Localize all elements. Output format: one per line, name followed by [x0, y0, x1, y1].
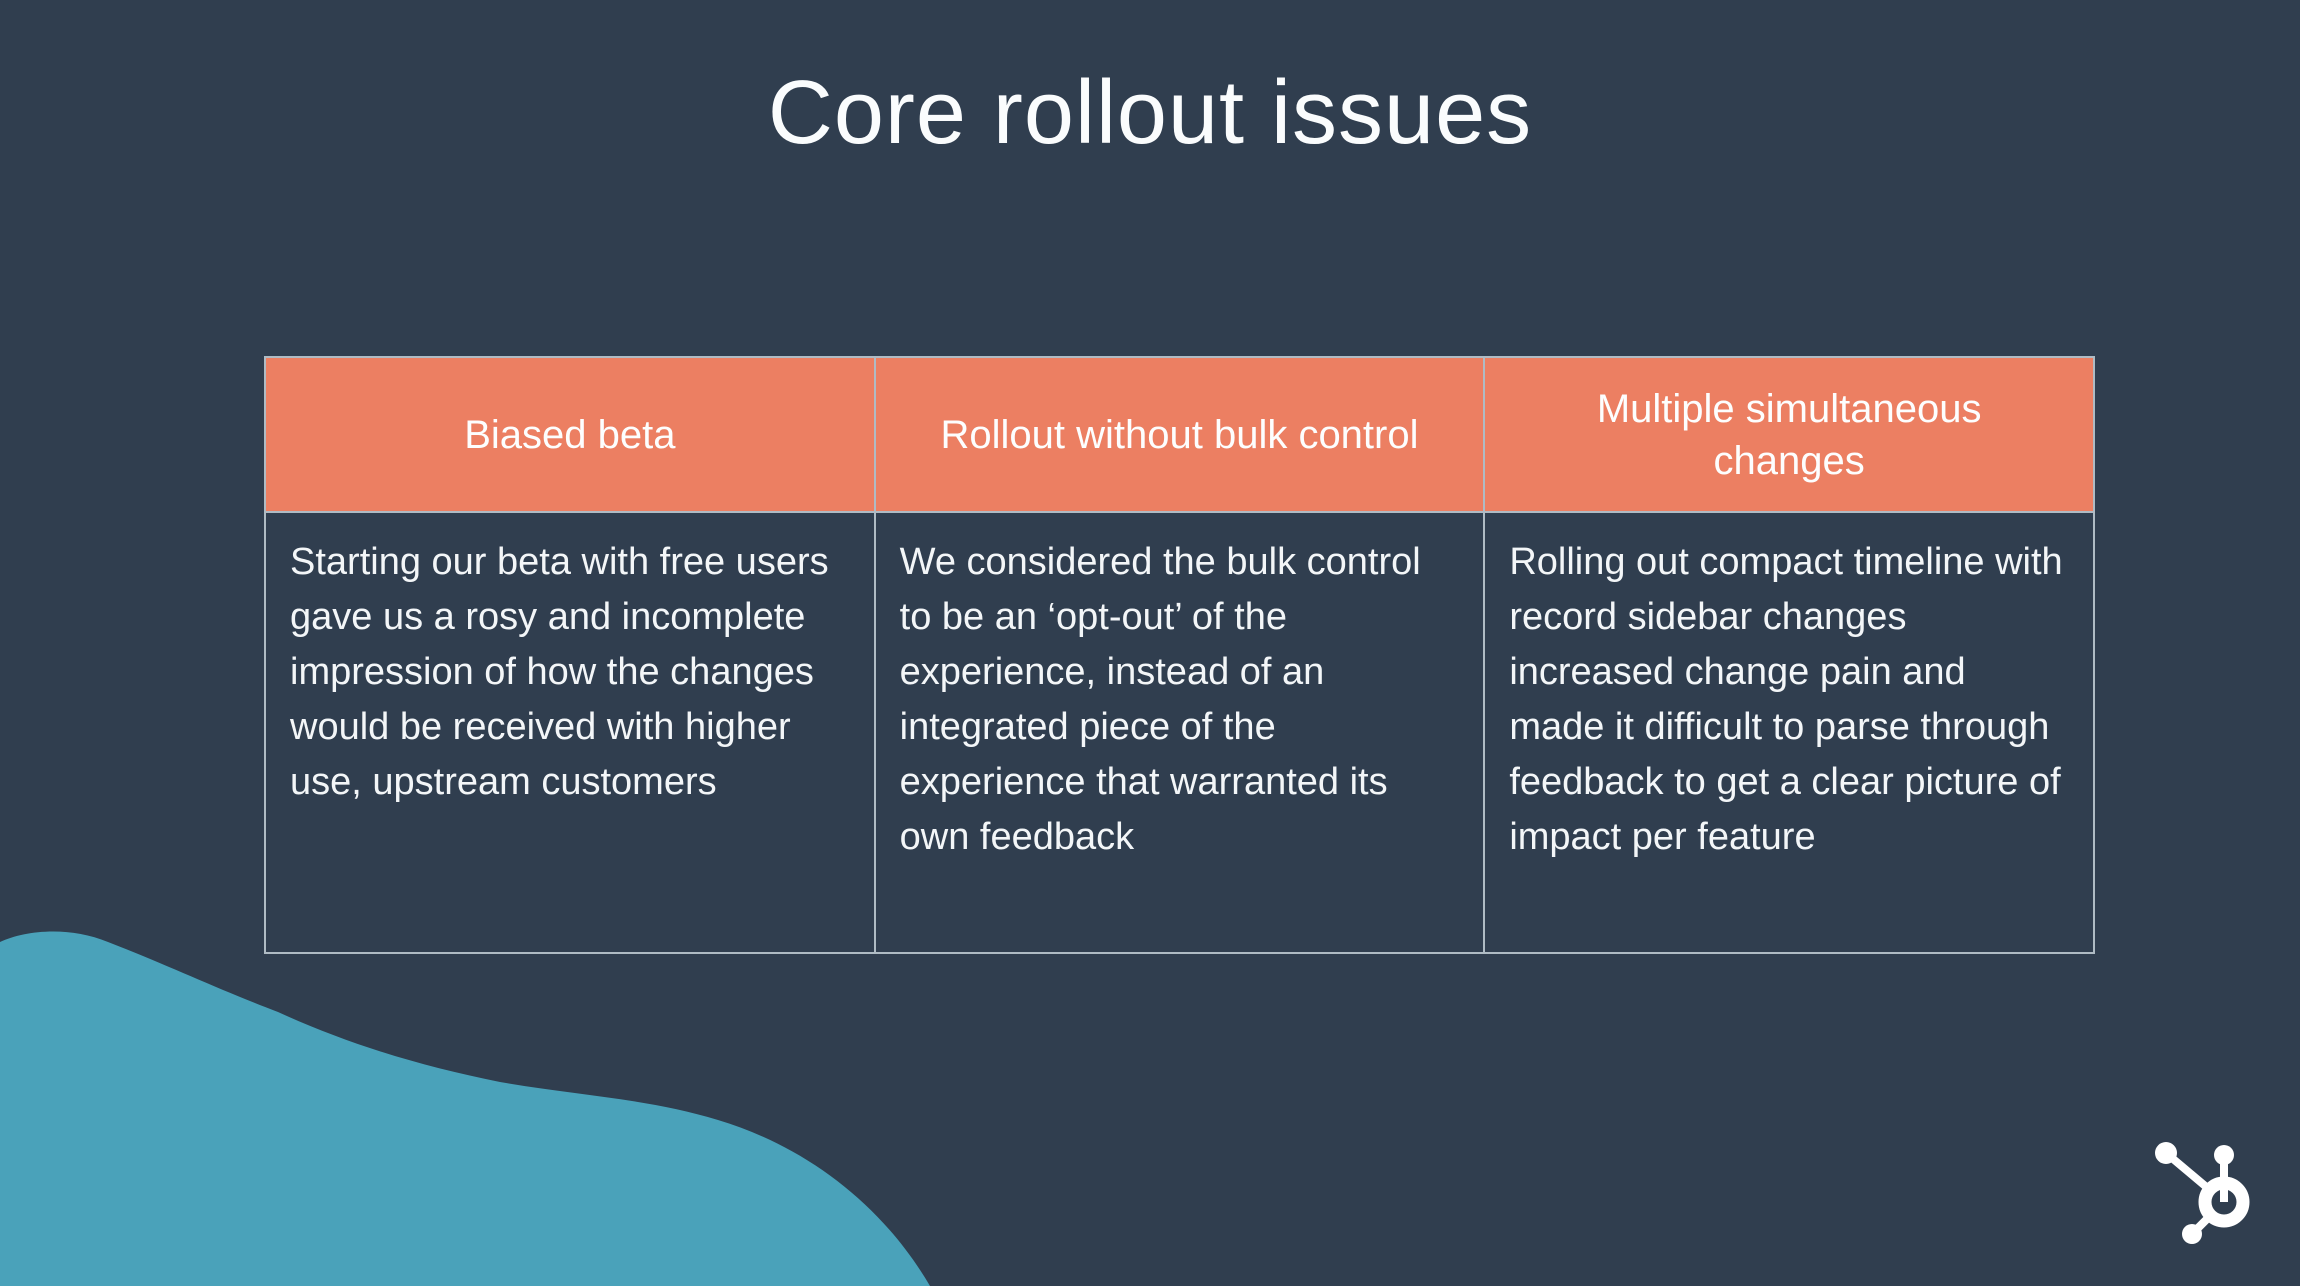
table-cell-simultaneous-changes: Rolling out compact timeline with record…: [1483, 511, 2095, 954]
table-body-row: Starting our beta with free users gave u…: [264, 511, 2095, 954]
teal-blob-shape: [0, 931, 930, 1286]
table-cell-bulk-control: We considered the bulk control to be an …: [873, 511, 1486, 954]
slide-title: Core rollout issues: [767, 63, 1533, 163]
logo-knob-top: [2214, 1145, 2234, 1165]
logo-knob-upper-left: [2155, 1142, 2177, 1164]
teal-blob-decoration: [0, 931, 930, 1286]
rollout-issues-table: Biased beta Rollout without bulk control…: [264, 356, 2095, 954]
table-header-simultaneous-changes: Multiple simultaneous changes: [1483, 356, 2095, 513]
hubspot-sprocket-logo-icon: [2155, 1142, 2250, 1244]
logo-knob-lower-left: [2182, 1224, 2202, 1244]
table-cell-biased-beta: Starting our beta with free users gave u…: [264, 511, 876, 954]
logo-sprocket-ring: [2198, 1176, 2250, 1228]
table-header-row: Biased beta Rollout without bulk control…: [264, 356, 2095, 513]
table-header-bulk-control: Rollout without bulk control: [873, 356, 1486, 513]
table-header-biased-beta: Biased beta: [264, 356, 876, 513]
